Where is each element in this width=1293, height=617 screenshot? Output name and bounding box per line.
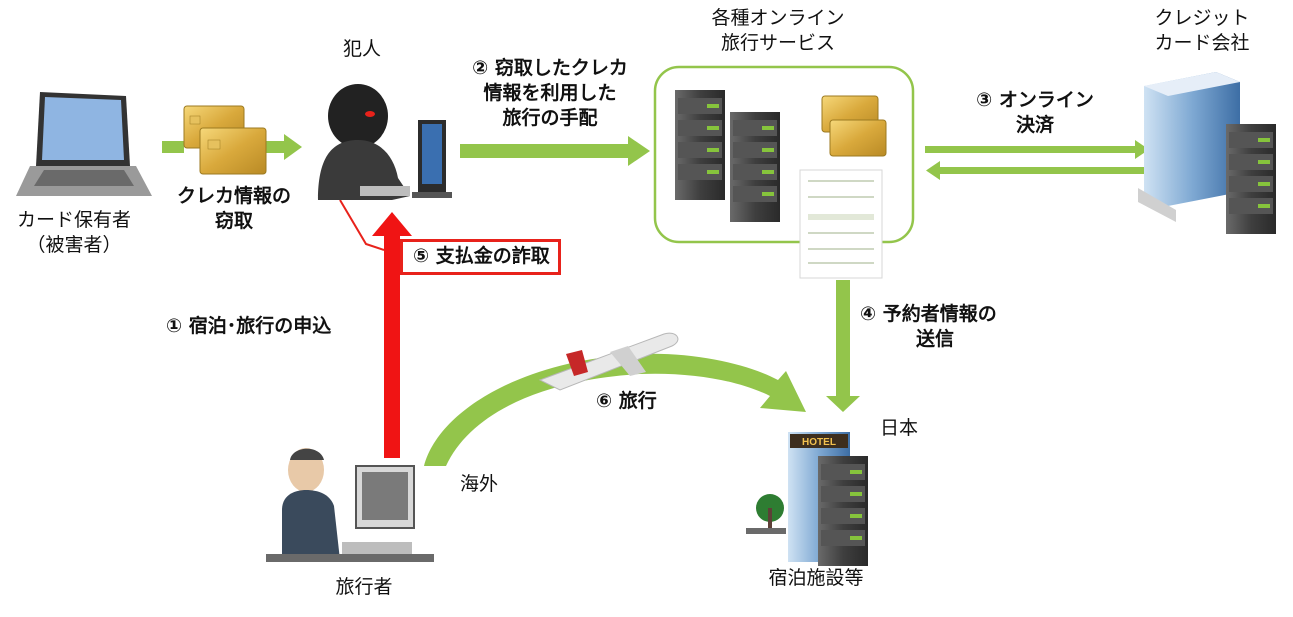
criminal-icon xyxy=(318,84,452,200)
traveler-icon xyxy=(266,448,434,562)
japan-label: 日本 xyxy=(880,417,919,439)
victim-text: （被害者） xyxy=(26,234,122,256)
arrow-laptop-to-card xyxy=(162,141,184,153)
card-icon-services xyxy=(821,95,887,157)
services-line1: 各種オンライン xyxy=(711,7,845,29)
credit-line2: カード会社 xyxy=(1154,32,1250,54)
arrow-services-to-hotel xyxy=(826,280,860,412)
step2-line3: 旅行の手配 xyxy=(502,107,598,129)
building-icon xyxy=(1138,72,1276,234)
arrow-criminal-to-services xyxy=(460,136,650,166)
abroad-label: 海外 xyxy=(460,473,499,495)
credit-company-label: クレジット カード会社 xyxy=(1128,6,1276,56)
services-label: 各種オンライン 旅行サービス xyxy=(688,6,868,56)
step4-line1: ④ 予約者情報の xyxy=(860,303,997,325)
step2-line2: 情報を利用した xyxy=(483,82,617,104)
step2-label: ② 窃取したクレカ 情報を利用した 旅行の手配 xyxy=(452,56,648,131)
airplane-icon xyxy=(538,332,679,391)
arrow-travel-curve xyxy=(424,353,806,466)
cardholder-text: カード保有者 xyxy=(16,209,131,231)
hotel-icon: HOTEL xyxy=(746,432,868,566)
document-icon xyxy=(799,169,883,279)
criminal-label: 犯人 xyxy=(342,38,381,60)
step1-label: ① 宿泊･旅行の申込 xyxy=(166,315,332,337)
step5-label: ⑤ 支払金の詐取 xyxy=(400,239,561,275)
arrow-credit-to-services xyxy=(926,161,1150,180)
arrow-services-to-credit xyxy=(925,140,1149,159)
theft-step-label: クレカ情報の 窃取 xyxy=(164,184,304,234)
facility-label: 宿泊施設等 xyxy=(768,567,864,589)
theft-line2: 窃取 xyxy=(214,210,253,232)
step3-label: ③ オンライン 決済 xyxy=(960,88,1110,138)
services-line2: 旅行サービス xyxy=(720,32,835,54)
step3-line1: ③ オンライン xyxy=(976,89,1094,111)
theft-line1: クレカ情報の xyxy=(176,185,291,207)
laptop-icon xyxy=(16,92,152,196)
step4-label: ④ 予約者情報の 送信 xyxy=(860,302,1050,352)
cardholder-label: カード保有者 （被害者） xyxy=(12,208,136,258)
red-line-criminal-to-payment xyxy=(339,199,385,251)
step3-line2: 決済 xyxy=(1015,114,1054,136)
step2-line1: ② 窃取したクレカ xyxy=(472,57,628,79)
arrow-traveler-to-criminal xyxy=(372,212,412,458)
arrow-card-to-criminal xyxy=(262,134,302,160)
step6-label: ⑥ 旅行 xyxy=(596,390,657,412)
hotel-sign-text: HOTEL xyxy=(802,437,836,448)
step4-line2: 送信 xyxy=(916,328,955,350)
credit-line1: クレジット xyxy=(1154,7,1250,29)
traveler-label: 旅行者 xyxy=(335,576,393,598)
credit-card-icon xyxy=(183,105,267,175)
